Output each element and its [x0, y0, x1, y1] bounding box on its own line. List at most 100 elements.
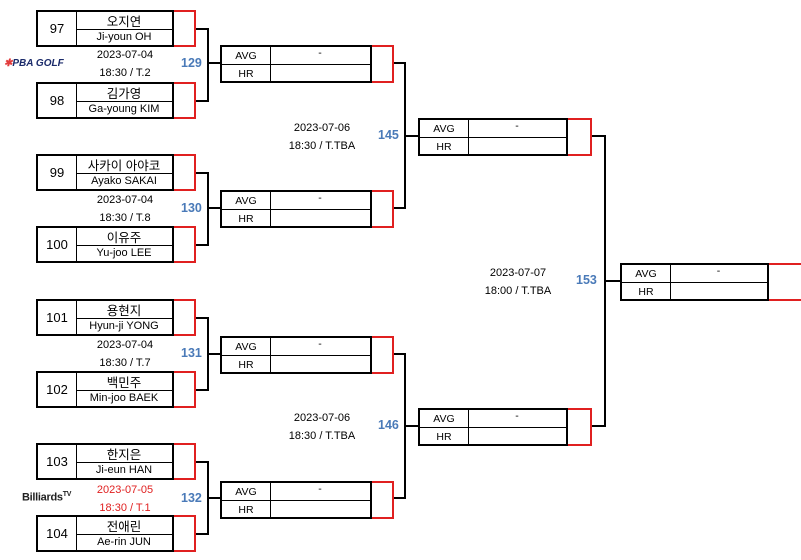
- match-schedule-132: 2023-07-05 18:30 / T.1: [80, 481, 170, 517]
- advance-box: [174, 82, 196, 119]
- hr-label: HR: [420, 428, 469, 445]
- player-name-en: Ji-youn OH: [96, 31, 152, 43]
- avg-value: -: [270, 47, 370, 65]
- advance-box: [372, 336, 394, 374]
- avg-value: -: [270, 192, 370, 210]
- match-result-153: AVG - HR: [620, 263, 769, 301]
- player-name-en: Ayako SAKAI: [91, 175, 157, 187]
- hr-value: [270, 210, 370, 227]
- match-number-146: 146: [378, 418, 399, 432]
- avg-label: AVG: [622, 265, 671, 283]
- player-name-kr: 전애린: [76, 517, 172, 535]
- match-number-131: 131: [181, 346, 202, 360]
- match-number-132: 132: [181, 491, 202, 505]
- match-time: 18:30 / T.8: [99, 212, 151, 224]
- player-name-en: Ga-young KIM: [88, 103, 160, 115]
- advance-box: [174, 443, 196, 480]
- player-seed: 100: [38, 228, 77, 261]
- match-result-132: AVG - HR: [220, 481, 372, 519]
- player-seed: 98: [38, 84, 77, 117]
- advance-box: [174, 515, 196, 552]
- match-date: 2023-07-06: [293, 412, 351, 424]
- pba-golf-logo: ✱PBA GOLF: [4, 58, 64, 69]
- match-schedule-130: 2023-07-04 18:30 / T.8: [80, 191, 170, 227]
- advance-box: [174, 154, 196, 191]
- player-card-100: 100 이유주 Yu-joo LEE: [36, 226, 174, 263]
- match-result-131: AVG - HR: [220, 336, 372, 374]
- avg-label: AVG: [420, 120, 469, 138]
- player-name-kr: 백민주: [76, 373, 172, 391]
- hr-label: HR: [222, 65, 271, 82]
- player-name-kr: 한지은: [76, 445, 172, 463]
- avg-label: AVG: [222, 192, 271, 210]
- player-seed: 102: [38, 373, 77, 406]
- advance-box: [568, 408, 592, 446]
- avg-value: -: [468, 120, 566, 138]
- advance-box: [174, 10, 196, 47]
- hr-value: [468, 138, 566, 155]
- match-number-153: 153: [576, 273, 597, 287]
- player-card-97: 97 오지연 Ji-youn OH: [36, 10, 174, 47]
- match-result-146: AVG - HR: [418, 408, 568, 446]
- player-seed: 99: [38, 156, 77, 189]
- hr-value: [270, 65, 370, 82]
- match-number-130: 130: [181, 201, 202, 215]
- player-name-en: Ji-eun HAN: [95, 464, 153, 476]
- match-date: 2023-07-04: [96, 339, 154, 351]
- player-card-99: 99 사카이 아야코 Ayako SAKAI: [36, 154, 174, 191]
- match-date: 2023-07-05: [96, 484, 154, 496]
- advance-box: [372, 481, 394, 519]
- match-time: 18:30 / T.1: [99, 502, 151, 514]
- hr-label: HR: [222, 501, 271, 518]
- player-seed: 97: [38, 12, 77, 45]
- hr-label: HR: [622, 283, 671, 300]
- player-card-98: 98 김가영 Ga-young KIM: [36, 82, 174, 119]
- match-number-145: 145: [378, 128, 399, 142]
- match-date: 2023-07-06: [293, 122, 351, 134]
- player-card-102: 102 백민주 Min-joo BAEK: [36, 371, 174, 408]
- avg-label: AVG: [222, 483, 271, 501]
- match-result-145: AVG - HR: [418, 118, 568, 156]
- player-name-en: Min-joo BAEK: [89, 392, 159, 404]
- match-result-129: AVG - HR: [220, 45, 372, 83]
- match-schedule-146: 2023-07-06 18:30 / T.TBA: [272, 409, 372, 445]
- player-name-en: Ae-rin JUN: [97, 536, 151, 548]
- match-schedule-153: 2023-07-07 18:00 / T.TBA: [468, 264, 568, 300]
- advance-box: [769, 263, 801, 301]
- match-date: 2023-07-04: [96, 49, 154, 61]
- match-schedule-129: 2023-07-04 18:30 / T.2: [80, 46, 170, 82]
- billiards-tv-logo: BilliardsTV: [22, 491, 72, 504]
- match-time: 18:30 / T.7: [99, 357, 151, 369]
- avg-value: -: [468, 410, 566, 428]
- advance-box: [174, 371, 196, 408]
- player-card-101: 101 용현지 Hyun-ji YONG: [36, 299, 174, 336]
- match-schedule-145: 2023-07-06 18:30 / T.TBA: [272, 119, 372, 155]
- match-time: 18:30 / T.TBA: [288, 140, 356, 152]
- match-time: 18:30 / T.2: [99, 67, 151, 79]
- player-name-kr: 오지연: [76, 12, 172, 30]
- match-number-129: 129: [181, 56, 202, 70]
- player-name-en: Hyun-ji YONG: [89, 320, 159, 332]
- match-date: 2023-07-04: [96, 194, 154, 206]
- player-seed: 104: [38, 517, 77, 550]
- hr-value: [670, 283, 767, 300]
- player-name-en: Yu-joo LEE: [96, 247, 152, 259]
- avg-value: -: [270, 483, 370, 501]
- player-name-kr: 사카이 아야코: [76, 156, 172, 174]
- hr-label: HR: [420, 138, 469, 155]
- connector-129: [194, 28, 209, 102]
- advance-box: [174, 299, 196, 336]
- match-result-130: AVG - HR: [220, 190, 372, 228]
- match-time: 18:30 / T.TBA: [288, 430, 356, 442]
- player-card-103: 103 한지은 Ji-eun HAN: [36, 443, 174, 480]
- avg-label: AVG: [420, 410, 469, 428]
- match-schedule-131: 2023-07-04 18:30 / T.7: [80, 336, 170, 372]
- player-name-kr: 용현지: [76, 301, 172, 319]
- hr-value: [468, 428, 566, 445]
- avg-value: -: [670, 265, 767, 283]
- match-date: 2023-07-07: [489, 267, 547, 279]
- advance-box: [568, 118, 592, 156]
- advance-box: [174, 226, 196, 263]
- advance-box: [372, 45, 394, 83]
